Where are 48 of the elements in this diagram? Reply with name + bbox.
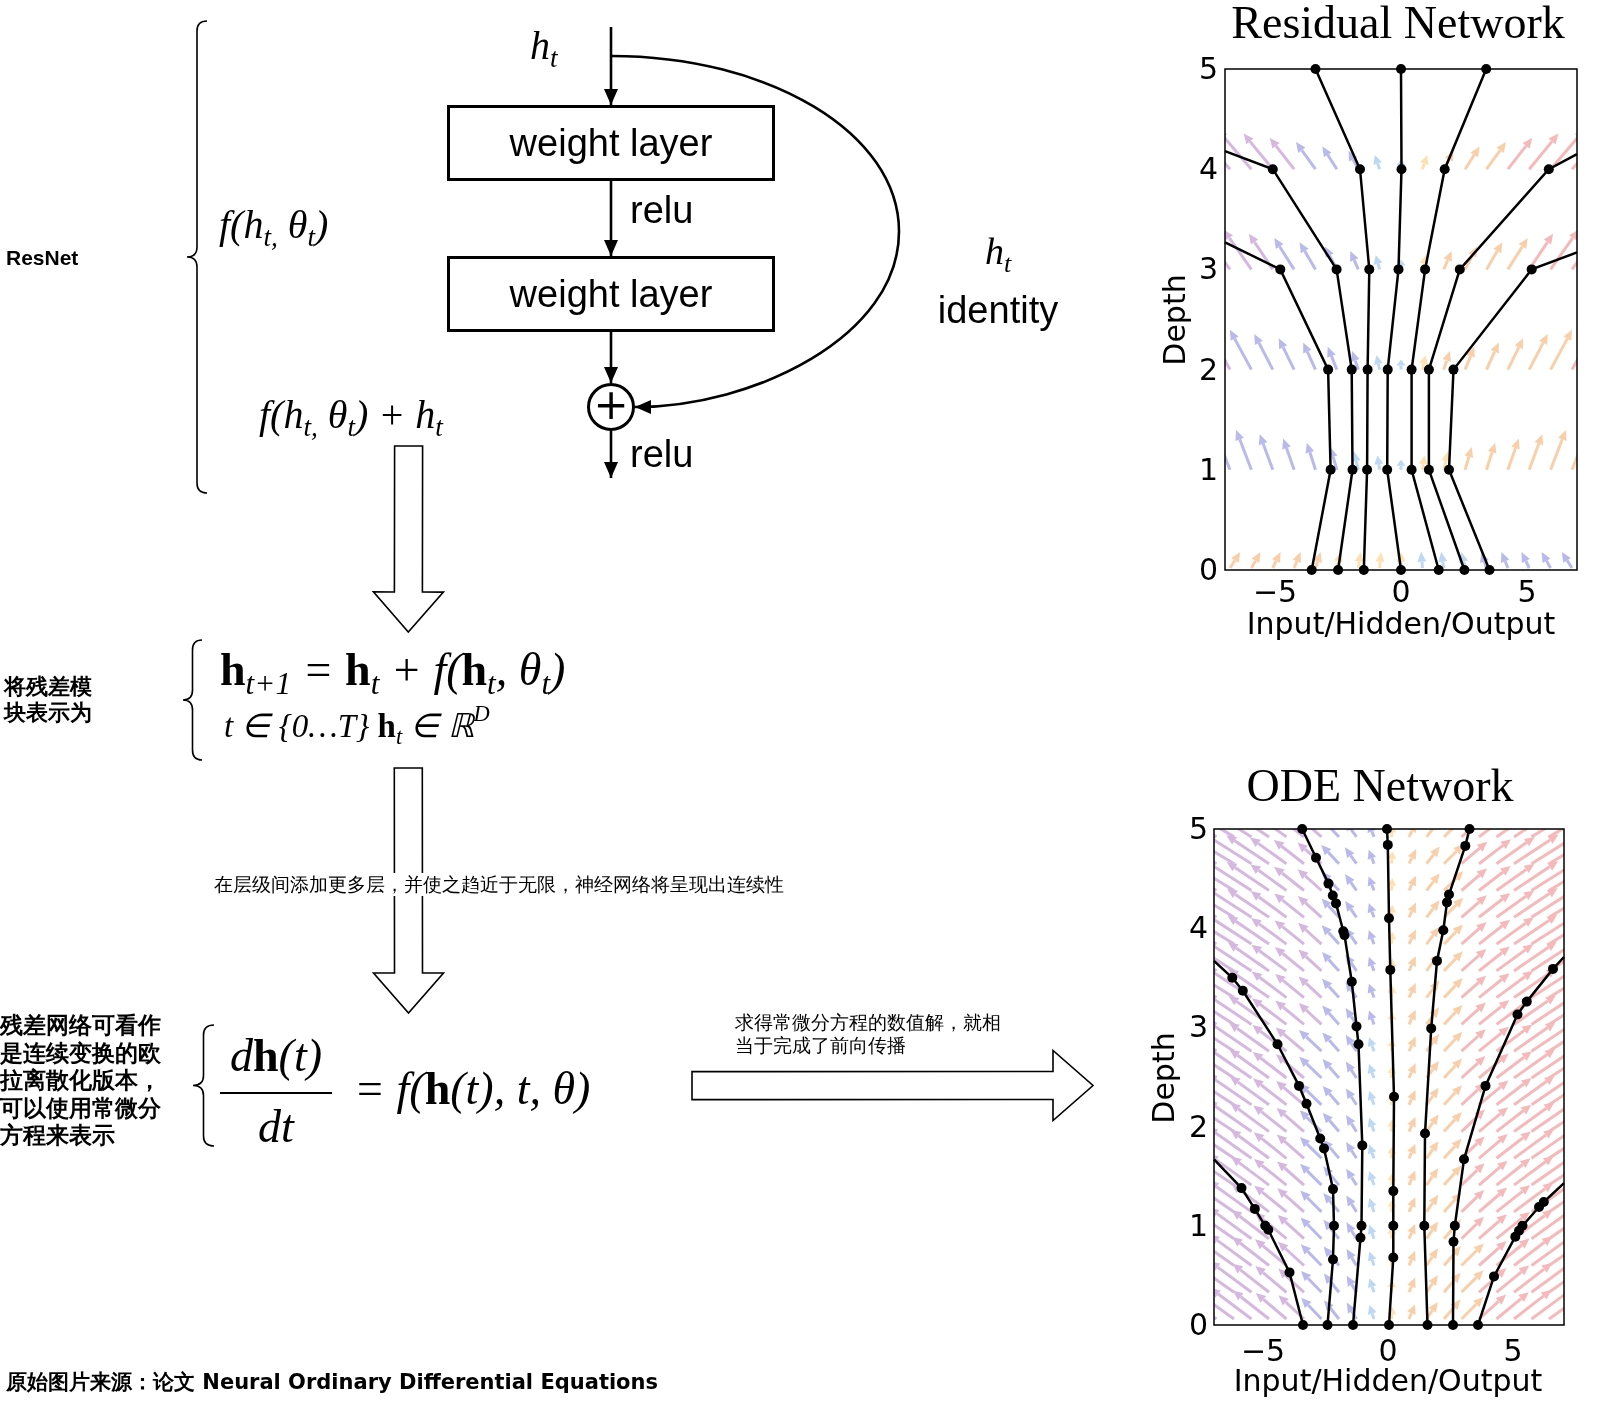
- edge-label: 求得常微分方程的数值解，就相当于完成了前向传播: [735, 1011, 1001, 1057]
- caption: 原始图片来源：论文 Neural Ordinary Differential Equations: [6, 1370, 658, 1395]
- axis-tick-label: 0: [1391, 577, 1411, 607]
- section-label: ResNet: [6, 245, 79, 271]
- axis-tick-label: 4: [1198, 154, 1218, 185]
- axis-tick-label: 3: [1188, 1012, 1208, 1043]
- axis-title: Input/Hidden/Output: [1246, 609, 1556, 639]
- process-box: weight layer: [447, 256, 775, 332]
- formula-text: t ∈ {0…T} h$_{t}$ ∈ ℝ$^{D}$: [224, 708, 490, 746]
- curved-arrow: [610, 54, 901, 414]
- block-arrow: [371, 767, 446, 1015]
- axis-tick-label: −5: [1240, 1336, 1286, 1366]
- fraction-denominator: dt: [257, 1101, 296, 1154]
- axis-tick-label: 0: [1378, 1336, 1398, 1366]
- edge-label: 在层级间添加更多层，并使之趋近于无限，神经网络将呈现出连续性: [214, 873, 784, 896]
- axis-title: Depth: [1149, 1032, 1179, 1124]
- block-arrow: [371, 445, 446, 634]
- chart-title: Residual Network: [1231, 0, 1565, 46]
- arrow: [604, 27, 618, 105]
- arrow: [604, 431, 618, 478]
- axis-tick-label: 2: [1198, 354, 1218, 385]
- formula-text: f(h$_{t,}$ θ$_{t}$): [219, 202, 329, 248]
- axis-tick-label: 5: [1188, 814, 1208, 844]
- axis-tick-label: 5: [1503, 1336, 1523, 1366]
- axis-tick-label: 5: [1517, 577, 1537, 607]
- axis-tick-label: −5: [1252, 577, 1298, 607]
- arrow: [604, 181, 618, 256]
- axis-title: Input/Hidden/Output: [1233, 1366, 1543, 1396]
- arrow: [604, 332, 618, 383]
- block-arrow: [691, 1048, 1095, 1123]
- annotation-text: 将残差模块表示为: [4, 674, 92, 727]
- axis-tick-label: 5: [1198, 54, 1218, 84]
- fraction-numerator: dh(t): [229, 1030, 323, 1083]
- annotation-text: 残差网络可看作是连续变换的欧拉离散化版本，可以使用常微分方程来表示: [0, 1012, 161, 1150]
- formula-text: h$_{t+1}$ = h$_{t}$ + f(h$_{t}$, θ$_{t}$): [220, 644, 566, 697]
- formula-text: f(h$_{t,}$ θ$_{t}$) + h$_{t}$: [255, 384, 555, 446]
- axis-title: Depth: [1160, 274, 1190, 366]
- axis-tick-label: 0: [1198, 555, 1218, 585]
- axis-tick-label: 1: [1198, 454, 1218, 485]
- axis-tick-label: 3: [1198, 254, 1218, 285]
- chart-title: ODE Network: [1246, 763, 1514, 809]
- plus-circle: +: [587, 383, 635, 431]
- process-box: weight layer: [447, 105, 775, 181]
- axis-tick-label: 2: [1188, 1111, 1208, 1142]
- axis-tick-label: 0: [1188, 1310, 1208, 1340]
- axis-tick-label: 4: [1188, 913, 1208, 944]
- formula-text: = f(h(t), t, θ): [354, 1063, 591, 1116]
- axis-tick-label: 1: [1188, 1210, 1208, 1241]
